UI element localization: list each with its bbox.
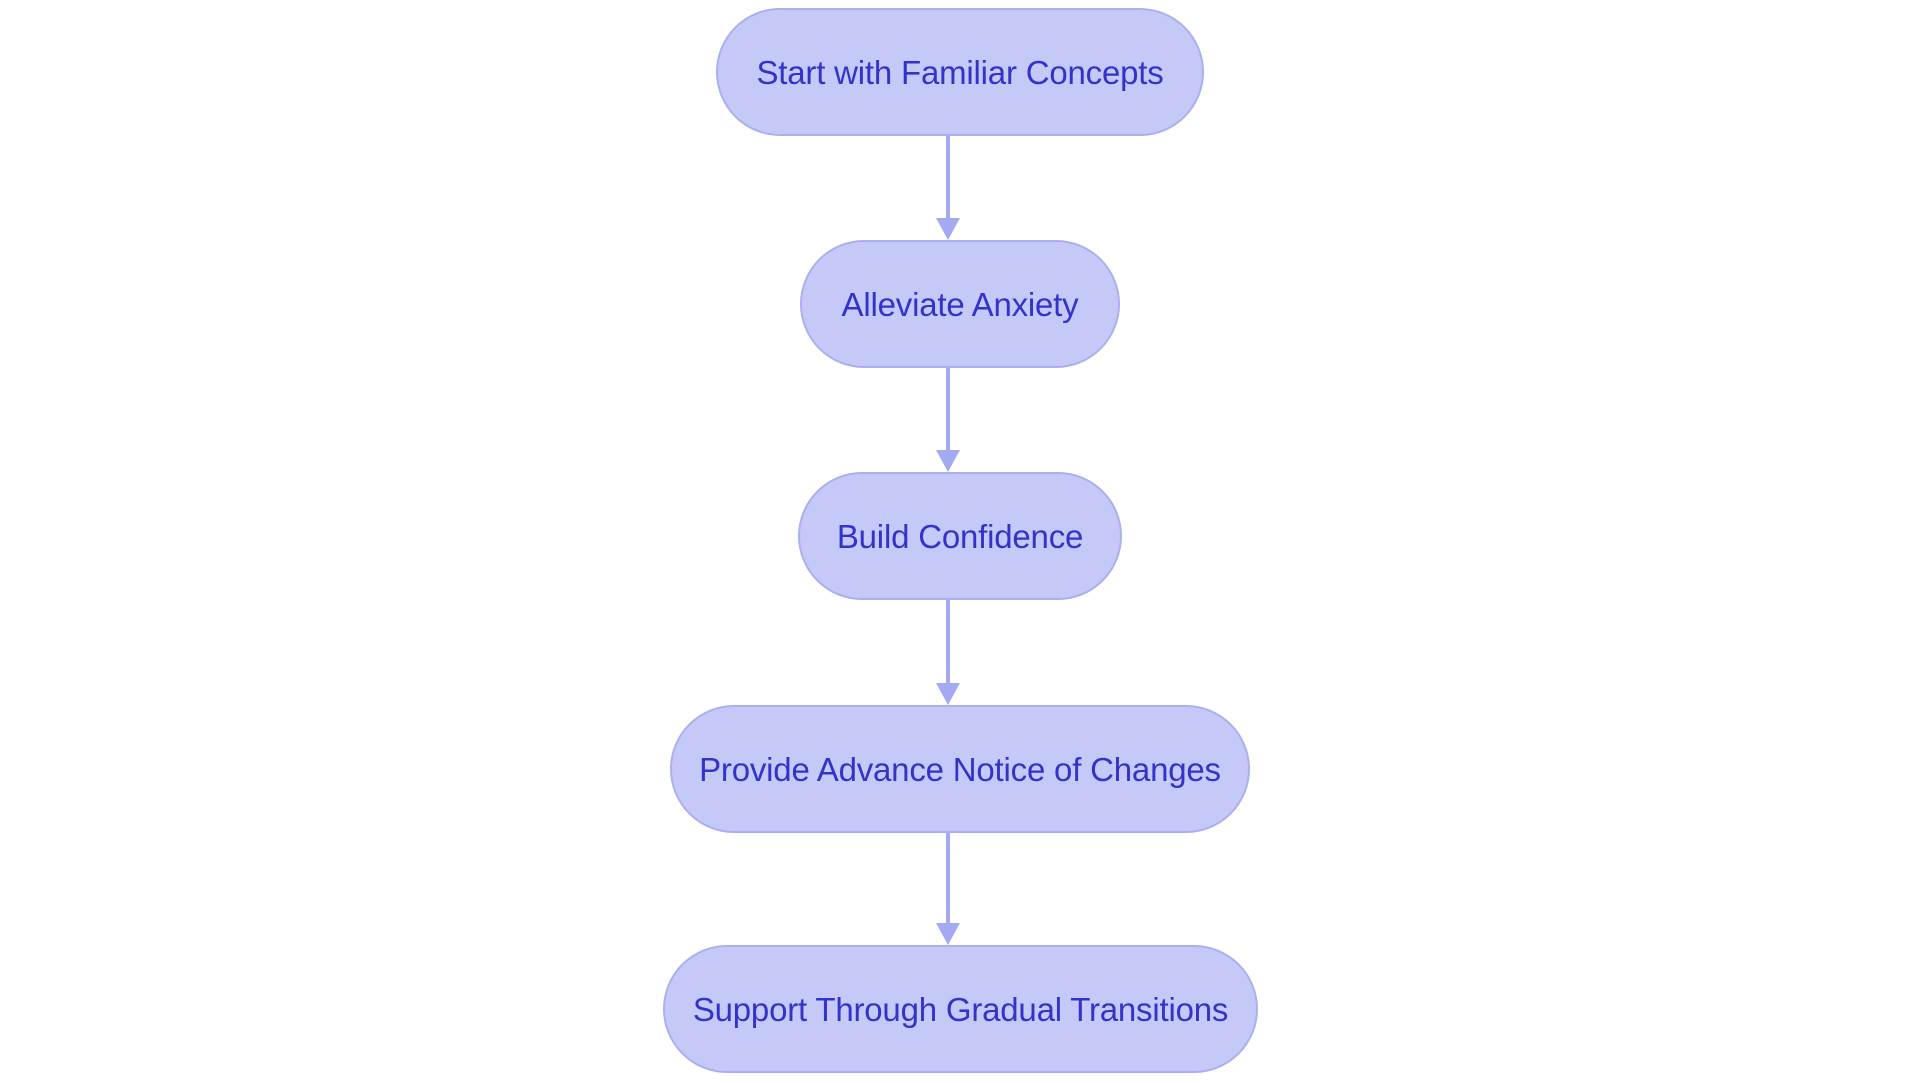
flow-node-support-through-gradual-transitions[interactable]: Support Through Gradual Transitions [663,945,1258,1073]
flow-edge-4 [936,833,960,945]
flow-node-label: Support Through Gradual Transitions [692,990,1229,1028]
flow-node-provide-advance-notice-of-changes[interactable]: Provide Advance Notice of Changes [670,705,1250,833]
flow-node-build-confidence[interactable]: Build Confidence [798,472,1122,600]
flow-node-alleviate-anxiety[interactable]: Alleviate Anxiety [800,240,1120,368]
flow-node-label: Alleviate Anxiety [841,285,1079,323]
flow-edge-1 [936,136,960,240]
flow-edge-3 [936,600,960,705]
flow-node-label: Build Confidence [836,517,1084,555]
flow-edge-2 [936,368,960,472]
flow-node-label: Start with Familiar Concepts [756,53,1164,91]
flow-node-label: Provide Advance Notice of Changes [699,750,1221,788]
flow-node-start-with-familiar-concepts[interactable]: Start with Familiar Concepts [716,8,1204,136]
